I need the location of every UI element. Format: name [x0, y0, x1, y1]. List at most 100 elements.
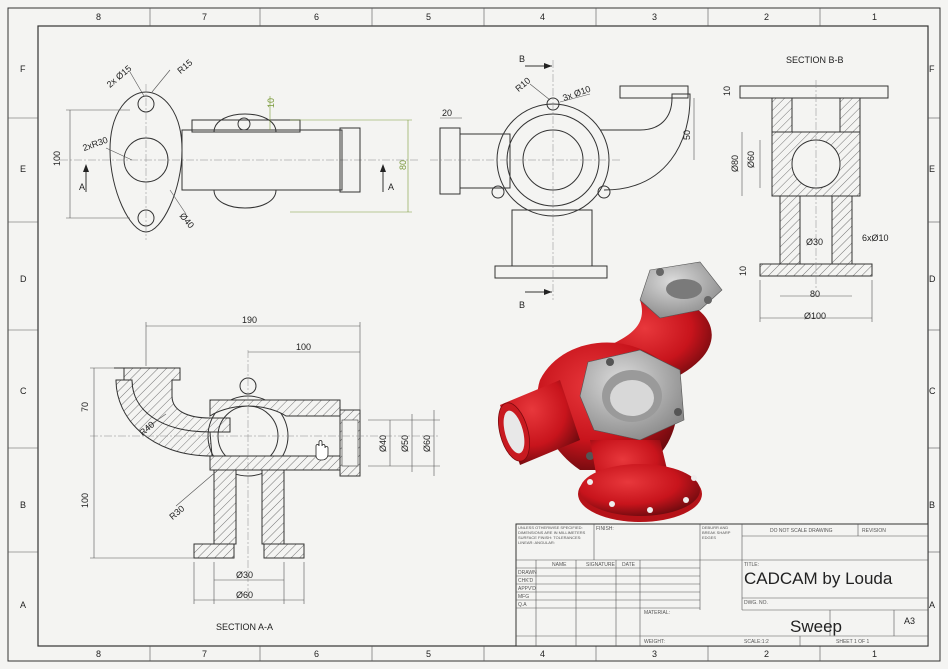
front-view-labels: 2x Ø15 R15 2xR30 100 Ø40 A A 10 80: [52, 57, 408, 230]
col-label: 4: [540, 649, 545, 659]
row-label: E: [20, 164, 26, 174]
dim-label: R10: [513, 75, 532, 93]
row-label: A: [20, 600, 26, 610]
row-label: D: [929, 274, 936, 284]
col-label: 3: [652, 649, 657, 659]
title-block: [515, 523, 929, 647]
col-label: 3: [652, 12, 657, 22]
section-bb-view: [739, 80, 889, 322]
inner-border: [37, 25, 929, 647]
col-label: 7: [202, 12, 207, 22]
part-name: Sweep: [790, 617, 842, 636]
dim-label: 20: [442, 108, 452, 118]
revision-label: REVISION: [862, 528, 886, 534]
col-label: 2: [764, 12, 769, 22]
row-label: B: [929, 500, 935, 510]
sheet-label: SHEET 1 OF 1: [836, 639, 869, 645]
company-name: CADCAM by Louda: [744, 569, 893, 588]
dim-label: Ø60: [746, 151, 756, 168]
dim-label: A: [79, 182, 85, 192]
col-label: 6: [314, 12, 319, 22]
title-block-text: UNLESS OTHERWISE SPECIFIED: DIMENSIONS A…: [518, 525, 915, 645]
title-label: TITLE:: [744, 562, 759, 568]
row-label: B: [20, 500, 26, 510]
side-view: [430, 60, 695, 300]
col-label: 1: [872, 649, 877, 659]
dim-label: Ø40: [178, 211, 197, 230]
dim-label: 100: [296, 342, 311, 352]
col-label: 6: [314, 649, 319, 659]
dim-label: 70: [80, 402, 90, 412]
dim-label: 2xR30: [81, 135, 109, 153]
dwg-no-label: DWG. NO.: [744, 600, 768, 606]
dim-label: 50: [682, 130, 692, 140]
section-title: SECTION B-B: [786, 55, 844, 65]
weight-label: WEIGHT:: [644, 639, 665, 645]
dim-label: 10: [722, 86, 732, 96]
row-label: Q.A: [518, 602, 527, 608]
front-view: [60, 69, 420, 240]
dim-label: R15: [175, 57, 194, 75]
row-label: DRAWN: [518, 570, 537, 576]
outer-border: [7, 7, 941, 662]
row-header: NAME: [552, 562, 567, 568]
row-label: D: [20, 274, 27, 284]
dim-label: 80: [810, 289, 820, 299]
section-aa-labels: 190 100 70 R40 Ø40 Ø50 Ø60 100 R30 Ø30 Ø…: [80, 315, 432, 632]
col-label: 8: [96, 12, 101, 22]
dim-label: 100: [80, 493, 90, 508]
col-label: 1: [872, 12, 877, 22]
dim-label: Ø30: [236, 570, 253, 580]
deburr-text: DEBURR AND BREAK SHARP EDGES: [702, 525, 731, 540]
dim-label: 3x Ø10: [561, 84, 592, 103]
row-header: SIGNATURE: [586, 562, 615, 568]
dim-label: Ø100: [804, 311, 826, 321]
row-label: MFG: [518, 594, 529, 600]
section-aa-view: [90, 322, 440, 604]
row-label: F: [20, 64, 26, 74]
dim-label: A: [388, 182, 394, 192]
material-label: MATERIAL:: [644, 610, 670, 616]
dim-label: 190: [242, 315, 257, 325]
dim-label: Ø60: [422, 435, 432, 452]
row-label: E: [929, 164, 935, 174]
col-label: 8: [96, 649, 101, 659]
hand-cursor-icon: [315, 440, 329, 461]
col-label: 5: [426, 12, 431, 22]
dim-label: 6xØ10: [862, 233, 889, 243]
col-label: 7: [202, 649, 207, 659]
dim-label: Ø30: [806, 237, 823, 247]
section-arrow-label: B: [519, 54, 525, 64]
finish-label: FINISH:: [596, 526, 614, 532]
dim-label: Ø50: [400, 435, 410, 452]
dim-label: Ø80: [730, 155, 740, 172]
dim-label: 10: [738, 266, 748, 276]
dim-label: Ø40: [378, 435, 388, 452]
section-bb-labels: SECTION B-B 10 Ø80 Ø60 Ø30 6xØ10 10 80 Ø…: [722, 55, 889, 321]
dim-label: 10: [266, 98, 276, 108]
row-label: C: [929, 386, 936, 396]
dim-label: 2x Ø15: [105, 63, 134, 89]
dont-scale-text: DO NOT SCALE DRAWING: [770, 528, 833, 534]
row-label: CHK'D: [518, 578, 534, 584]
column-labels: 8 7 6 5 4 3 2 1 8 7 6 5 4 3 2 1: [96, 12, 877, 659]
row-label: APPV'D: [518, 586, 536, 592]
row-label: F: [929, 64, 935, 74]
zone-ticks: [8, 8, 940, 661]
dim-label: 100: [52, 151, 62, 166]
notes-text: UNLESS OTHERWISE SPECIFIED: DIMENSIONS A…: [518, 525, 586, 545]
col-label: 5: [426, 649, 431, 659]
sheet-size: A3: [904, 616, 915, 626]
section-arrow-label: B: [519, 300, 525, 310]
row-header: DATE: [622, 562, 636, 568]
section-title: SECTION A-A: [216, 622, 273, 632]
row-labels: F E D C B A F E D C B A: [20, 64, 936, 610]
col-label: 2: [764, 649, 769, 659]
dim-label: R30: [167, 503, 186, 521]
isometric-3d-part: [498, 261, 723, 522]
dim-label: 80: [398, 160, 408, 170]
col-label: 4: [540, 12, 545, 22]
dim-label: Ø60: [236, 590, 253, 600]
